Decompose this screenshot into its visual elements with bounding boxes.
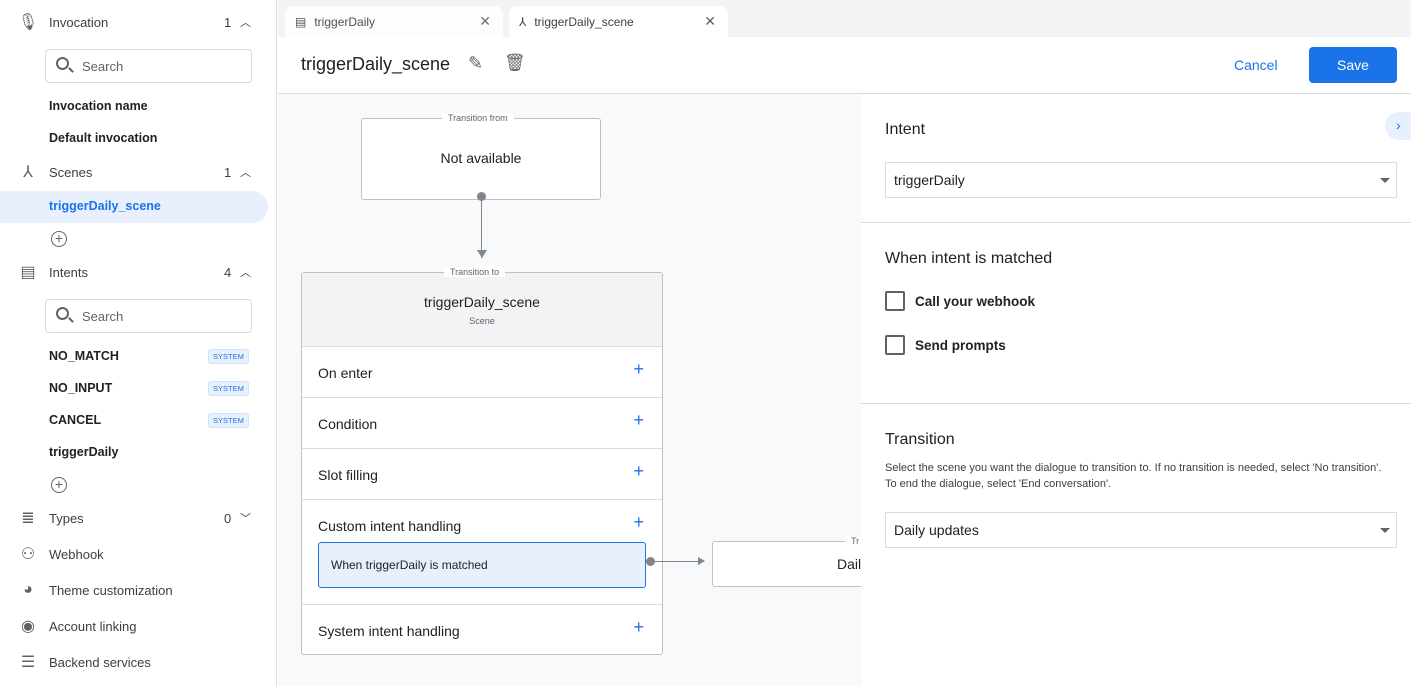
sidebar-item-invocation-name[interactable]: Invocation name [49,99,148,113]
sidebar-item-theme[interactable]: ◕Theme customization [0,575,277,605]
add-intent-icon[interactable]: + [51,477,67,493]
scenes-merge-icon: ⅄ [23,164,33,181]
condition-row[interactable]: Condition+ [302,397,662,448]
scene-name: triggerDaily_scene [424,294,540,310]
system-badge: SYSTEM [208,349,249,364]
system-badge: SYSTEM [208,413,249,428]
sidebar-item-default-invocation[interactable]: Default invocation [49,131,158,145]
types-icon: ≣ [21,510,35,527]
connector-line [481,200,482,258]
add-icon[interactable]: + [633,410,644,430]
transition-from-card: Transition from Not available [361,113,601,200]
connector-line [651,561,701,562]
page-title: triggerDaily_scene [301,54,451,74]
chevron-up-icon[interactable]: ︿ [240,267,251,279]
close-icon[interactable]: ✕ [479,13,491,29]
add-scene-icon[interactable]: + [51,231,67,247]
sidebar-item-webhook[interactable]: ⚇Webhook [0,539,277,569]
sidebar-item-cancel[interactable]: CANCEL [49,413,102,427]
chevron-right-icon[interactable]: › [1385,112,1411,140]
transition-select[interactable]: Daily updates [885,512,1397,548]
on-enter-row[interactable]: On enter+ [302,346,662,397]
palette-icon: ◕ [23,581,33,598]
microphone-icon: 🎙 [17,14,39,31]
sidebar-section-types[interactable]: ≣ Types 0 ﹀ [0,503,277,533]
tab-triggerdaily[interactable]: ▤triggerDaily✕ [285,6,503,37]
slot-filling-row[interactable]: Slot filling+ [302,448,662,499]
search-icon [56,57,69,70]
sidebar-item-triggerdaily-scene[interactable]: triggerDaily_scene [49,199,161,213]
arrow-head [477,250,487,258]
sidebar-item-no-input[interactable]: NO_INPUT [49,381,113,395]
intent-select[interactable]: triggerDaily [885,162,1397,198]
sidebar-section-invocation[interactable]: 🎙 Invocation 1 ︿ [17,14,251,31]
edit-icon[interactable]: ✎ [468,53,484,73]
connector-dot [477,192,486,201]
account-circle-icon: ◉ [21,618,35,635]
intent-icon: ▤ [295,14,307,29]
sidebar-item-account-linking[interactable]: ◉Account linking [0,611,277,641]
custom-intent-row[interactable]: Custom intent handling+ When triggerDail… [302,499,662,604]
sidebar-section-scenes[interactable]: ⅄ Scenes 1 ︿ [0,157,277,187]
scene-card: Transition to triggerDaily_scene Scene O… [301,267,663,655]
scene-canvas[interactable]: Transition from Not available Transition… [278,94,861,686]
sidebar: 🎙 Invocation 1 ︿ Search Invocation name … [0,0,277,686]
sidebar-item-backend[interactable]: ☰Backend services [0,647,277,677]
intent-details-panel: › Intent triggerDaily When intent is mat… [861,94,1411,686]
system-intent-row[interactable]: System intent handling+ [302,604,662,655]
delete-icon[interactable]: 🗑 [504,53,526,72]
sidebar-item-triggerdaily[interactable]: triggerDaily [49,445,119,459]
add-icon[interactable]: + [633,617,644,637]
add-icon[interactable]: + [633,359,644,379]
invocation-search-input[interactable]: Search [45,49,252,83]
save-button[interactable]: Save [1309,47,1397,83]
add-icon[interactable]: + [633,461,644,481]
transition-target-card[interactable]: Tr Dail [712,536,861,587]
connector-dot [646,557,655,566]
tab-triggerdaily-scene[interactable]: ⅄triggerDaily_scene✕ [509,6,728,37]
scene-icon: ⅄ [519,14,527,29]
sidebar-item-selected-bg [0,191,268,223]
cancel-button[interactable]: Cancel [1234,57,1278,73]
intents-search-input[interactable]: Search [45,299,252,333]
arrow-head [698,557,705,565]
add-icon[interactable]: + [633,512,644,532]
dropdown-arrow-icon [1380,178,1390,183]
sidebar-item-no-match[interactable]: NO_MATCH [49,349,119,363]
sidebar-section-intents[interactable]: ▤ Intents 4 ︿ [0,257,277,287]
chevron-down-icon[interactable]: ﹀ [240,513,251,525]
page-header: triggerDaily_scene ✎ 🗑 Cancel Save [278,37,1411,94]
chevron-up-icon[interactable]: ︿ [240,17,251,29]
webhook-icon: ⚇ [20,546,36,563]
system-badge: SYSTEM [208,381,249,396]
dropdown-arrow-icon [1380,528,1390,533]
send-prompts-checkbox[interactable] [885,335,905,355]
backend-settings-icon: ☰ [20,654,36,671]
chevron-up-icon[interactable]: ︿ [240,167,251,179]
search-icon [56,307,69,320]
list-icon: ▤ [20,264,36,281]
close-icon[interactable]: ✕ [704,13,716,29]
call-webhook-checkbox[interactable] [885,291,905,311]
intent-handler-item[interactable]: When triggerDaily is matched [318,542,646,588]
tab-bar: ▤triggerDaily✕ ⅄triggerDaily_scene✕ [278,0,1411,37]
